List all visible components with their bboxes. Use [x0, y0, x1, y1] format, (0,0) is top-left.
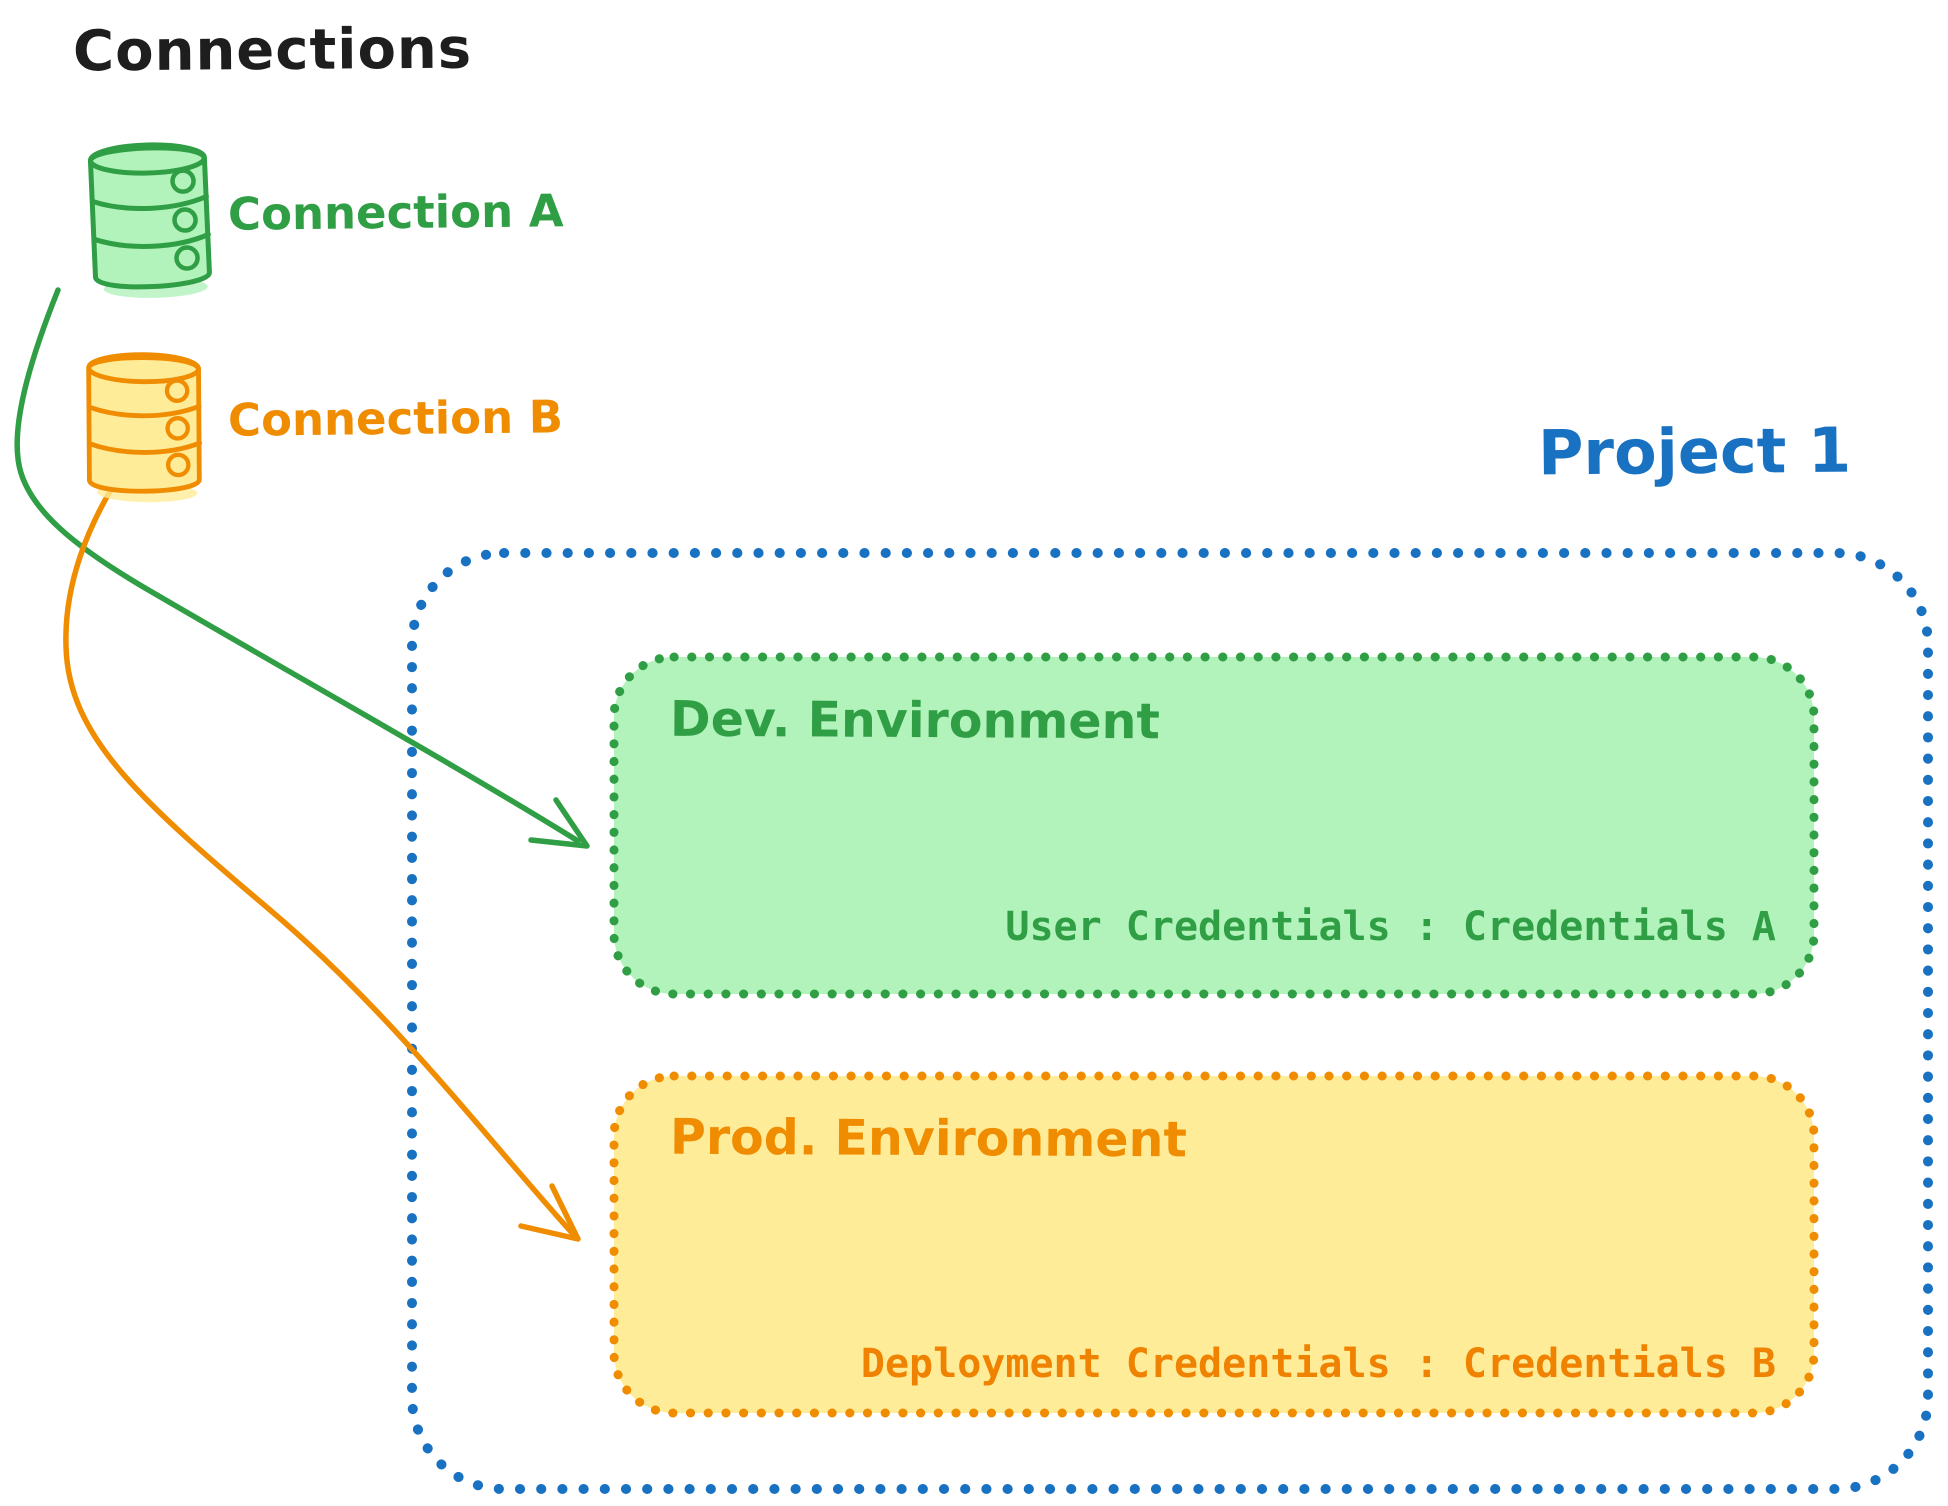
connections-title: Connections	[72, 16, 473, 85]
dev-environment-credentials: User Credentials : Credentials A	[1005, 904, 1776, 950]
prod-environment-box	[609, 1071, 1819, 1418]
prod-environment-title: Prod. Environment	[669, 1108, 1188, 1169]
connection-b-label: Connection B	[227, 390, 564, 447]
database-icon-connection-b	[86, 352, 203, 503]
dev-environment-box	[609, 652, 1819, 999]
connection-a-label: Connection A	[227, 184, 564, 241]
arrow-connection-b-to-prod	[63, 485, 581, 1242]
prod-environment-credentials: Deployment Credentials : Credentials B	[860, 1341, 1776, 1387]
dev-environment-title: Dev. Environment	[669, 690, 1161, 751]
project-title: Project 1	[1537, 413, 1852, 490]
arrow-connection-a-to-dev	[14, 287, 590, 849]
database-icon-connection-a	[87, 142, 212, 298]
